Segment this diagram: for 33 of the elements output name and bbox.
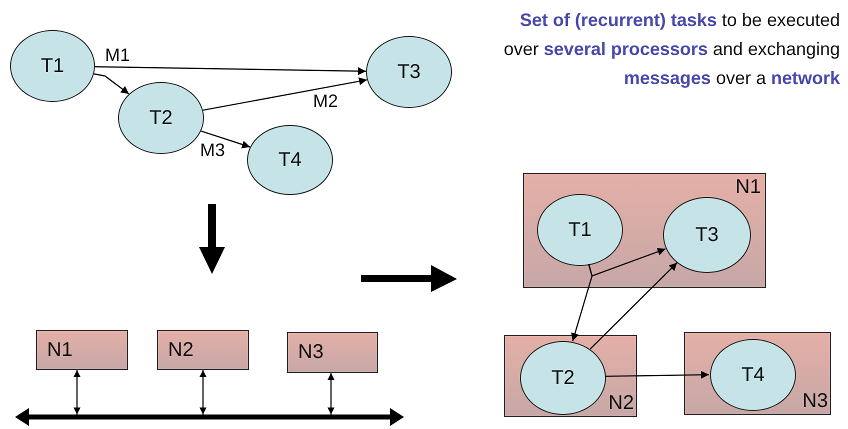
edge-label: M2 bbox=[313, 91, 338, 112]
task-ellipse: T1 bbox=[537, 194, 623, 266]
node-label: N3 bbox=[802, 390, 828, 413]
processor-box bbox=[684, 332, 831, 415]
node-label: N3 bbox=[298, 341, 324, 364]
description-text: Set of (recurrent) tasks to be executed over several processors and exchanging messages over a network bbox=[502, 9, 840, 90]
edge-label: M1 bbox=[105, 45, 130, 66]
arrow bbox=[200, 370, 206, 414]
bus-line bbox=[15, 408, 404, 426]
arrow bbox=[74, 370, 80, 414]
task-ellipse: T4 bbox=[247, 125, 333, 195]
task-ellipse: T1 bbox=[10, 30, 95, 102]
node-label: N1 bbox=[47, 339, 73, 362]
task-ellipse: T2 bbox=[520, 341, 606, 415]
arrow bbox=[202, 77, 368, 111]
processor-box bbox=[504, 335, 637, 417]
node-label: N2 bbox=[608, 392, 634, 415]
arrow bbox=[590, 262, 678, 350]
arrow bbox=[94, 66, 366, 76]
arrow bbox=[588, 248, 666, 277]
processor-box bbox=[287, 332, 378, 373]
processor-box bbox=[36, 330, 128, 370]
node-label: N2 bbox=[168, 339, 194, 362]
arrow bbox=[94, 73, 130, 94]
arrow bbox=[604, 370, 710, 379]
arrow bbox=[200, 130, 250, 148]
processor-box bbox=[523, 173, 766, 288]
task-ellipse: T3 bbox=[663, 197, 751, 273]
task-ellipse: T3 bbox=[366, 36, 452, 108]
task-ellipse: T4 bbox=[710, 339, 796, 411]
processor-box bbox=[157, 330, 249, 370]
arrow bbox=[328, 373, 334, 414]
node-label: N1 bbox=[735, 176, 761, 199]
